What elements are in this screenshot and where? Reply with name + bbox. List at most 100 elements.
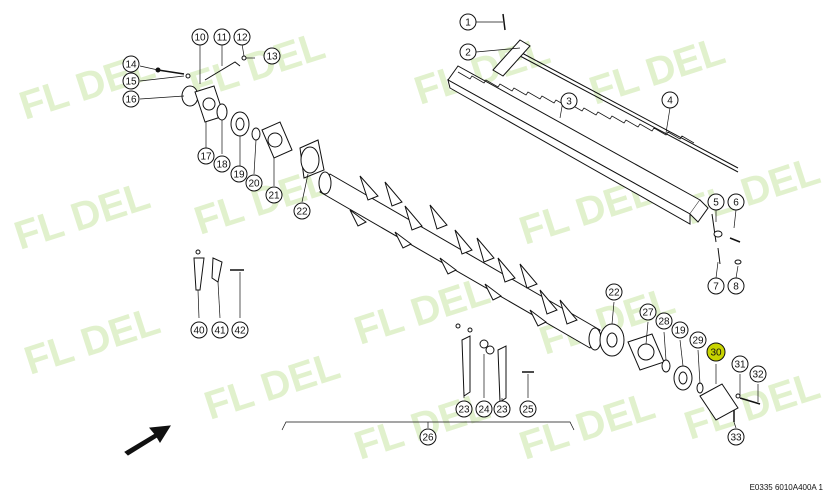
svg-text:13: 13: [266, 52, 278, 63]
callout: 42: [231, 321, 249, 339]
rod-edge: [519, 55, 739, 173]
callout: 20: [245, 174, 263, 192]
svg-text:7: 7: [713, 282, 719, 293]
svg-text:42: 42: [234, 326, 246, 337]
callout: 27: [639, 303, 657, 321]
callout: 26: [419, 428, 437, 446]
callout: 15: [122, 72, 140, 90]
callout: 19: [671, 321, 689, 339]
callout: 40: [190, 321, 208, 339]
callout: 4: [661, 91, 679, 109]
svg-text:14: 14: [125, 60, 137, 71]
callout-highlighted: 30: [706, 342, 726, 362]
callout: 13: [263, 47, 281, 65]
left-bearing-assembly: [155, 55, 325, 179]
callout: 8: [727, 277, 745, 295]
svg-text:8: 8: [733, 282, 739, 293]
callout: 7: [707, 277, 725, 295]
right-bearing-assembly: [599, 213, 761, 422]
callout-layer: 1 2 3 4 5 6 7 8 10 11 12 13 14 15 16 17 …: [122, 13, 767, 446]
svg-text:32: 32: [752, 370, 764, 381]
watermark: FL DEL: [679, 149, 825, 234]
callout: 12: [233, 28, 251, 46]
blade-set-left: [193, 249, 244, 291]
main-shaft: [318, 171, 602, 351]
watermark: FL DEL: [514, 384, 660, 469]
svg-text:30: 30: [710, 348, 722, 359]
svg-text:1: 1: [465, 18, 471, 29]
drawing-code: E0335 6010A400A 1: [749, 483, 823, 492]
svg-text:26: 26: [422, 433, 434, 444]
svg-text:40: 40: [193, 326, 205, 337]
rod: [519, 51, 739, 169]
svg-text:25: 25: [522, 405, 534, 416]
svg-text:2: 2: [465, 48, 471, 59]
svg-text:31: 31: [734, 360, 746, 371]
svg-text:18: 18: [216, 160, 228, 171]
pin-part: [502, 13, 506, 31]
callout: 31: [731, 355, 749, 373]
callout: 16: [122, 90, 140, 108]
callout: 11: [213, 28, 231, 46]
knife-bar: [447, 65, 709, 225]
callout: 29: [689, 331, 707, 349]
watermark: FL DEL: [349, 384, 495, 469]
watermark: FL DEL: [19, 299, 165, 384]
svg-text:10: 10: [194, 33, 206, 44]
callout: 23: [455, 400, 473, 418]
callout: 14: [122, 55, 140, 73]
svg-text:12: 12: [236, 33, 248, 44]
svg-text:24: 24: [478, 405, 490, 416]
callout: 17: [197, 147, 215, 165]
svg-text:11: 11: [217, 33, 228, 44]
callout: 6: [727, 193, 745, 211]
svg-text:22: 22: [608, 288, 620, 299]
svg-text:5: 5: [713, 198, 719, 209]
svg-text:41: 41: [214, 326, 226, 337]
callout: 5: [707, 193, 725, 211]
callout: 21: [265, 186, 283, 204]
callout: 2: [459, 43, 477, 61]
leader-lines: [139, 21, 759, 431]
svg-text:19: 19: [233, 170, 245, 181]
callout: 22: [293, 202, 311, 220]
blade-set-bottom: [455, 323, 534, 403]
svg-text:15: 15: [125, 77, 137, 88]
watermark: FL DEL: [9, 174, 155, 259]
callout: 32: [749, 365, 767, 383]
plate-part: [492, 39, 531, 77]
svg-text:33: 33: [730, 433, 742, 444]
svg-text:16: 16: [125, 95, 137, 106]
callout: 3: [560, 92, 578, 110]
watermark: FL DEL: [199, 344, 345, 429]
callout: 22: [605, 283, 623, 301]
callout: 24: [475, 400, 493, 418]
watermark: FL DEL: [349, 269, 495, 354]
callout: 19: [230, 165, 248, 183]
watermark: FL DEL: [584, 29, 730, 114]
callout: 33: [727, 428, 745, 446]
callout: 41: [211, 321, 229, 339]
svg-text:23: 23: [496, 405, 508, 416]
watermark: FL DEL: [14, 44, 160, 129]
svg-text:29: 29: [692, 336, 704, 347]
svg-text:3: 3: [566, 97, 572, 108]
svg-text:4: 4: [667, 96, 673, 107]
callout: 10: [191, 28, 209, 46]
callout: 23: [493, 400, 511, 418]
callout: 1: [459, 13, 477, 31]
svg-text:28: 28: [658, 317, 670, 328]
svg-text:6: 6: [733, 198, 739, 209]
svg-text:22: 22: [296, 207, 308, 218]
svg-text:19: 19: [674, 326, 686, 337]
svg-text:21: 21: [268, 191, 280, 202]
callout: 18: [213, 155, 231, 173]
callout: 28: [655, 312, 673, 330]
svg-text:23: 23: [458, 405, 470, 416]
drawing-lines: [124, 13, 761, 456]
svg-text:17: 17: [200, 152, 212, 163]
callout: 25: [519, 400, 537, 418]
direction-arrow-icon: [124, 425, 171, 456]
